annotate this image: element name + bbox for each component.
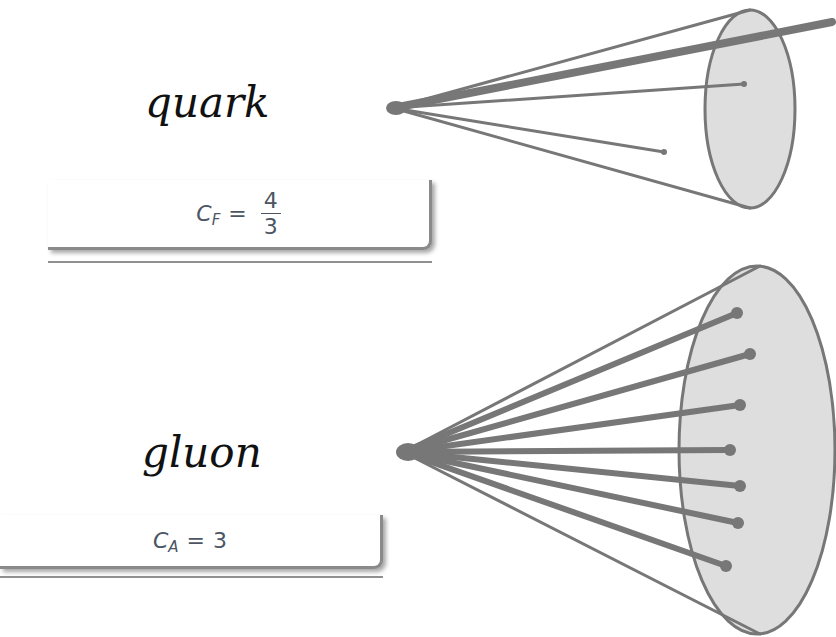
coefficient-box: CF = 43 xyxy=(48,180,432,250)
particle-label: quark xyxy=(145,78,270,127)
subscript: A xyxy=(168,538,178,556)
equals-sign: = xyxy=(228,201,246,226)
formula: CA = 3 xyxy=(153,528,227,553)
symbol: C xyxy=(196,201,211,226)
denominator: 3 xyxy=(261,214,281,239)
gluon-jet xyxy=(396,266,835,634)
fraction: 43 xyxy=(261,188,281,240)
symbol: C xyxy=(153,528,168,553)
equals-sign: = xyxy=(187,528,205,553)
coefficient-box: CA = 3 xyxy=(0,515,383,569)
numerator: 4 xyxy=(261,188,281,214)
value: 3 xyxy=(213,528,227,553)
rule-line xyxy=(48,261,432,263)
particle-label: gluon xyxy=(142,428,262,477)
formula: CF = 43 xyxy=(196,188,280,240)
rule-line xyxy=(0,576,383,578)
quark-jet xyxy=(386,10,832,208)
subscript: F xyxy=(212,211,221,229)
